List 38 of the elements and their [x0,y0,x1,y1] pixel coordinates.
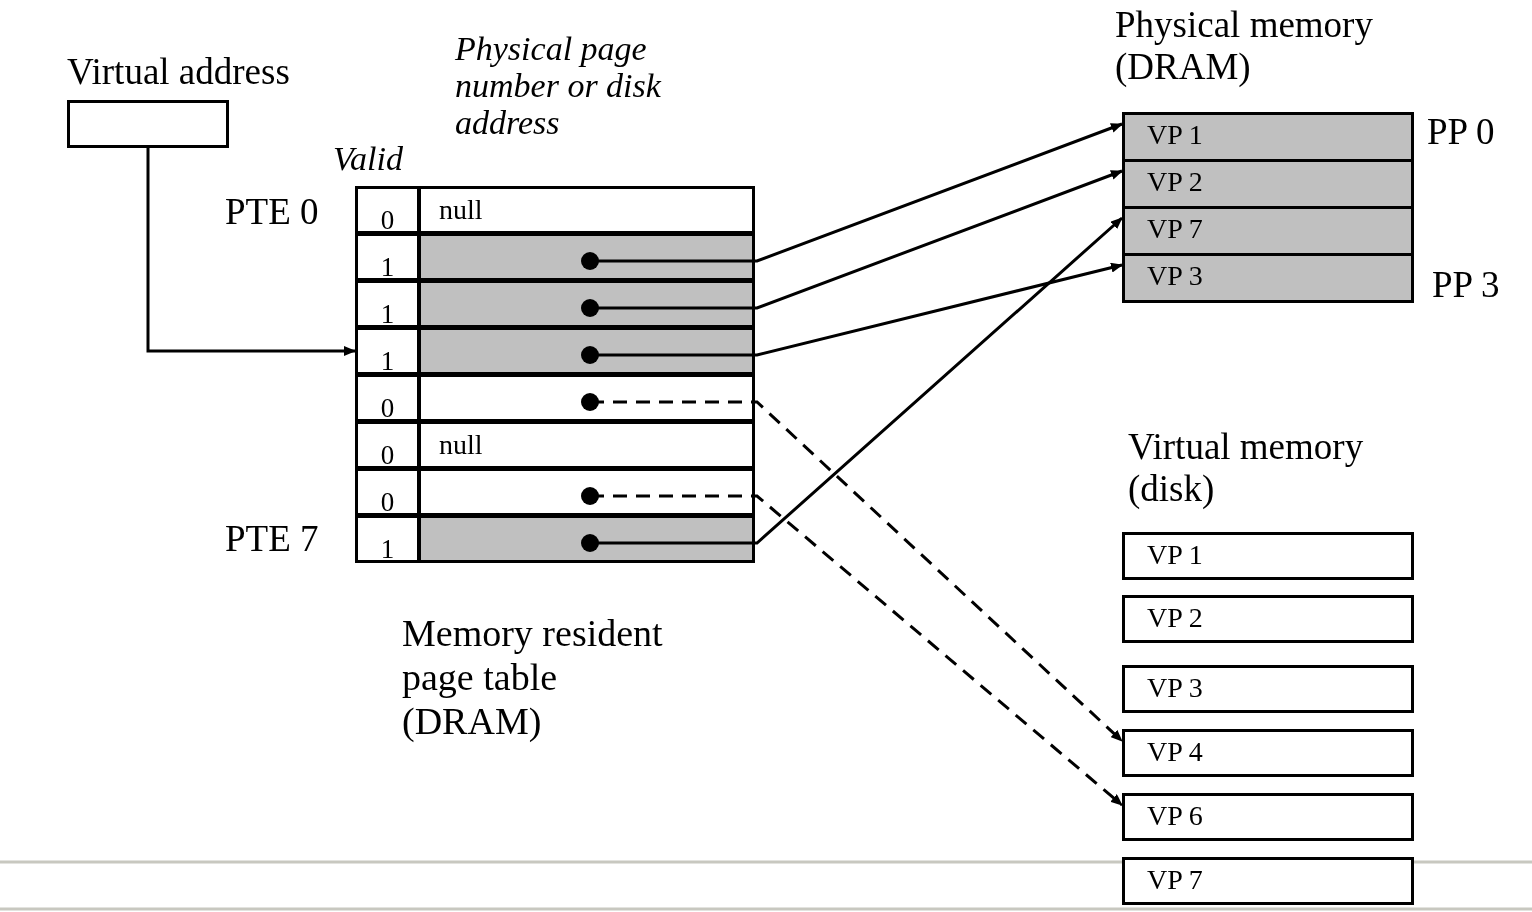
side-label: PP 3 [1432,265,1500,305]
page-box: VP 6 [1122,793,1414,841]
column-header: Valid [333,140,404,177]
page-box: VP 2 [1122,159,1414,209]
arrow [581,262,1123,364]
cell-text: null [439,429,483,460]
memory-heading: Virtual memory (disk) [1128,426,1365,510]
arrow [581,169,1123,317]
arrow [581,216,1123,552]
table-row [355,468,755,516]
side-label: PTE 7 [225,519,319,559]
page-box: VP 3 [1122,253,1414,303]
table-row [355,233,755,281]
table-row [355,421,755,469]
arrow [581,122,1123,270]
page-box: VP 7 [1122,206,1414,256]
side-label: PTE 0 [225,192,319,232]
column-header: Physical page number or disk address [455,30,663,141]
side-label: PP 0 [1427,112,1495,152]
page-box: VP 1 [1122,532,1414,580]
page-box: VP 4 [1122,729,1414,777]
table-row [355,186,755,234]
arrow [581,393,1124,743]
node-heading: Virtual address [67,52,290,92]
table-row [355,327,755,375]
page-box: VP 3 [1122,665,1414,713]
page-box: VP 2 [1122,595,1414,643]
page-box: VP 1 [1122,112,1414,162]
table-row [355,515,755,563]
memory-heading: Physical memory (DRAM) [1115,4,1374,88]
arrow [146,148,356,356]
table-row [355,374,755,422]
address-box [67,100,229,148]
cell-text: null [439,194,483,225]
table-row [355,280,755,328]
arrow [581,487,1123,807]
page-box: VP 7 [1122,857,1414,905]
table-caption: Memory resident page table (DRAM) [402,611,664,743]
